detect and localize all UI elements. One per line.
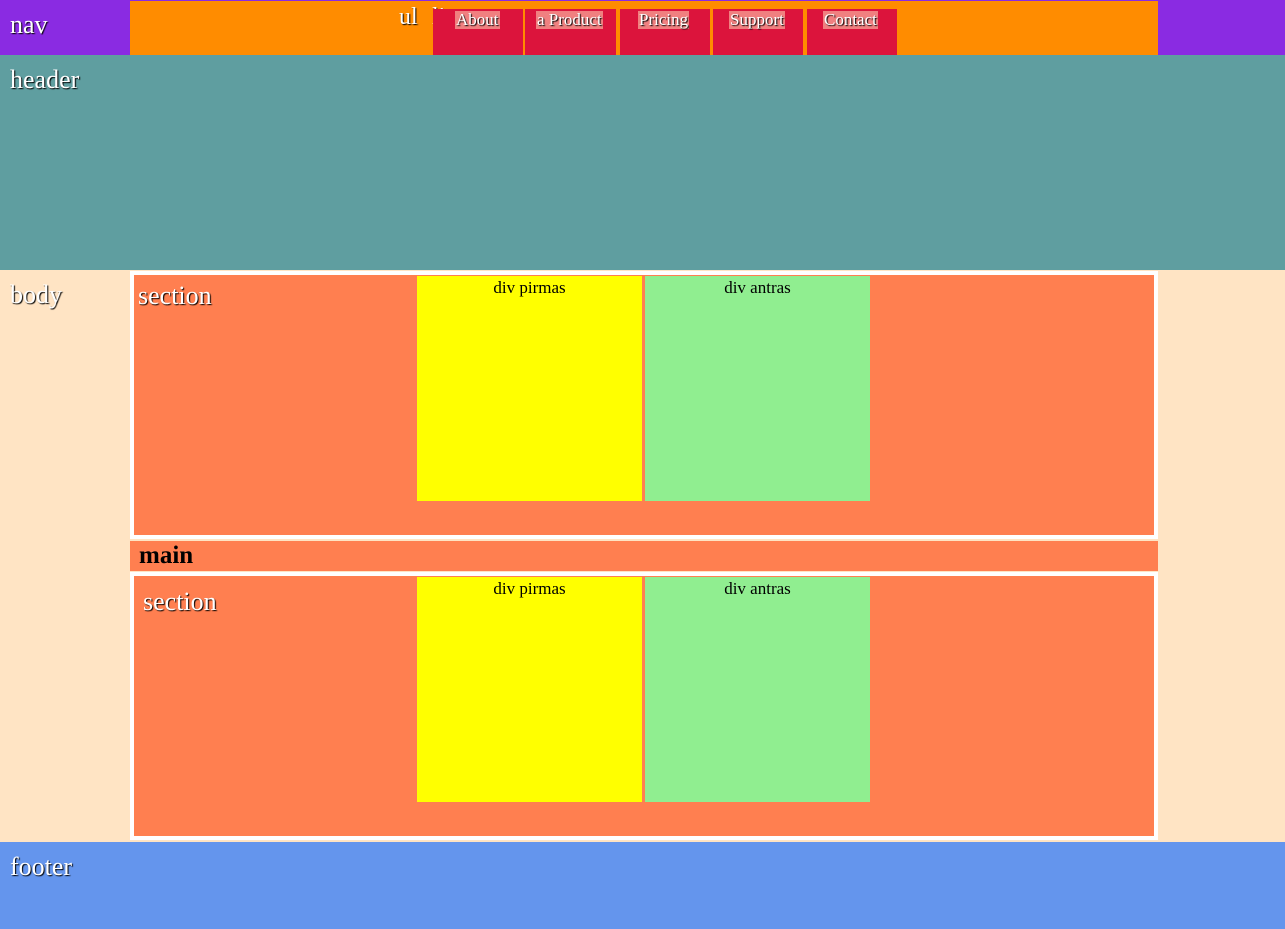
nav-label: nav bbox=[10, 10, 48, 39]
nav-item-pricing: Pricing bbox=[620, 9, 710, 55]
div-second: div antras bbox=[645, 577, 870, 802]
nav-link-pricing[interactable]: Pricing bbox=[638, 10, 690, 29]
nav-link-about[interactable]: About bbox=[455, 10, 500, 29]
main-label: main bbox=[139, 542, 194, 569]
div-first: div pirmas bbox=[417, 276, 642, 501]
nav-link-contact[interactable]: Contact bbox=[823, 10, 878, 29]
section-label: section bbox=[138, 281, 212, 310]
nav-link-product[interactable]: a Product bbox=[536, 10, 603, 29]
section-1: section div pirmas div antras bbox=[130, 271, 1158, 539]
div-second: div antras bbox=[645, 276, 870, 501]
nav-item-contact: Contact bbox=[807, 9, 897, 55]
nav-item-product: a Product bbox=[525, 9, 616, 55]
body-label: body bbox=[10, 280, 62, 309]
header: header bbox=[0, 55, 1285, 270]
nav-item-support: Support bbox=[713, 9, 803, 55]
footer-label: footer bbox=[10, 852, 73, 881]
header-label: header bbox=[10, 65, 80, 94]
nav-bar: nav ul li About a Product Pricing Suppor… bbox=[0, 0, 1285, 55]
section-2: section div pirmas div antras bbox=[130, 572, 1158, 840]
main-bar: main bbox=[130, 541, 1158, 571]
nav-link-support[interactable]: Support bbox=[729, 10, 785, 29]
nav-container: ul li About a Product Pricing Support Co… bbox=[130, 1, 1158, 55]
body-area: body section div pirmas div antras main … bbox=[0, 270, 1285, 842]
nav-item-about: About bbox=[433, 9, 523, 55]
ul-label: ul bbox=[399, 4, 418, 30]
div-first: div pirmas bbox=[417, 577, 642, 802]
section-label: section bbox=[143, 587, 217, 616]
footer: footer bbox=[0, 842, 1285, 929]
